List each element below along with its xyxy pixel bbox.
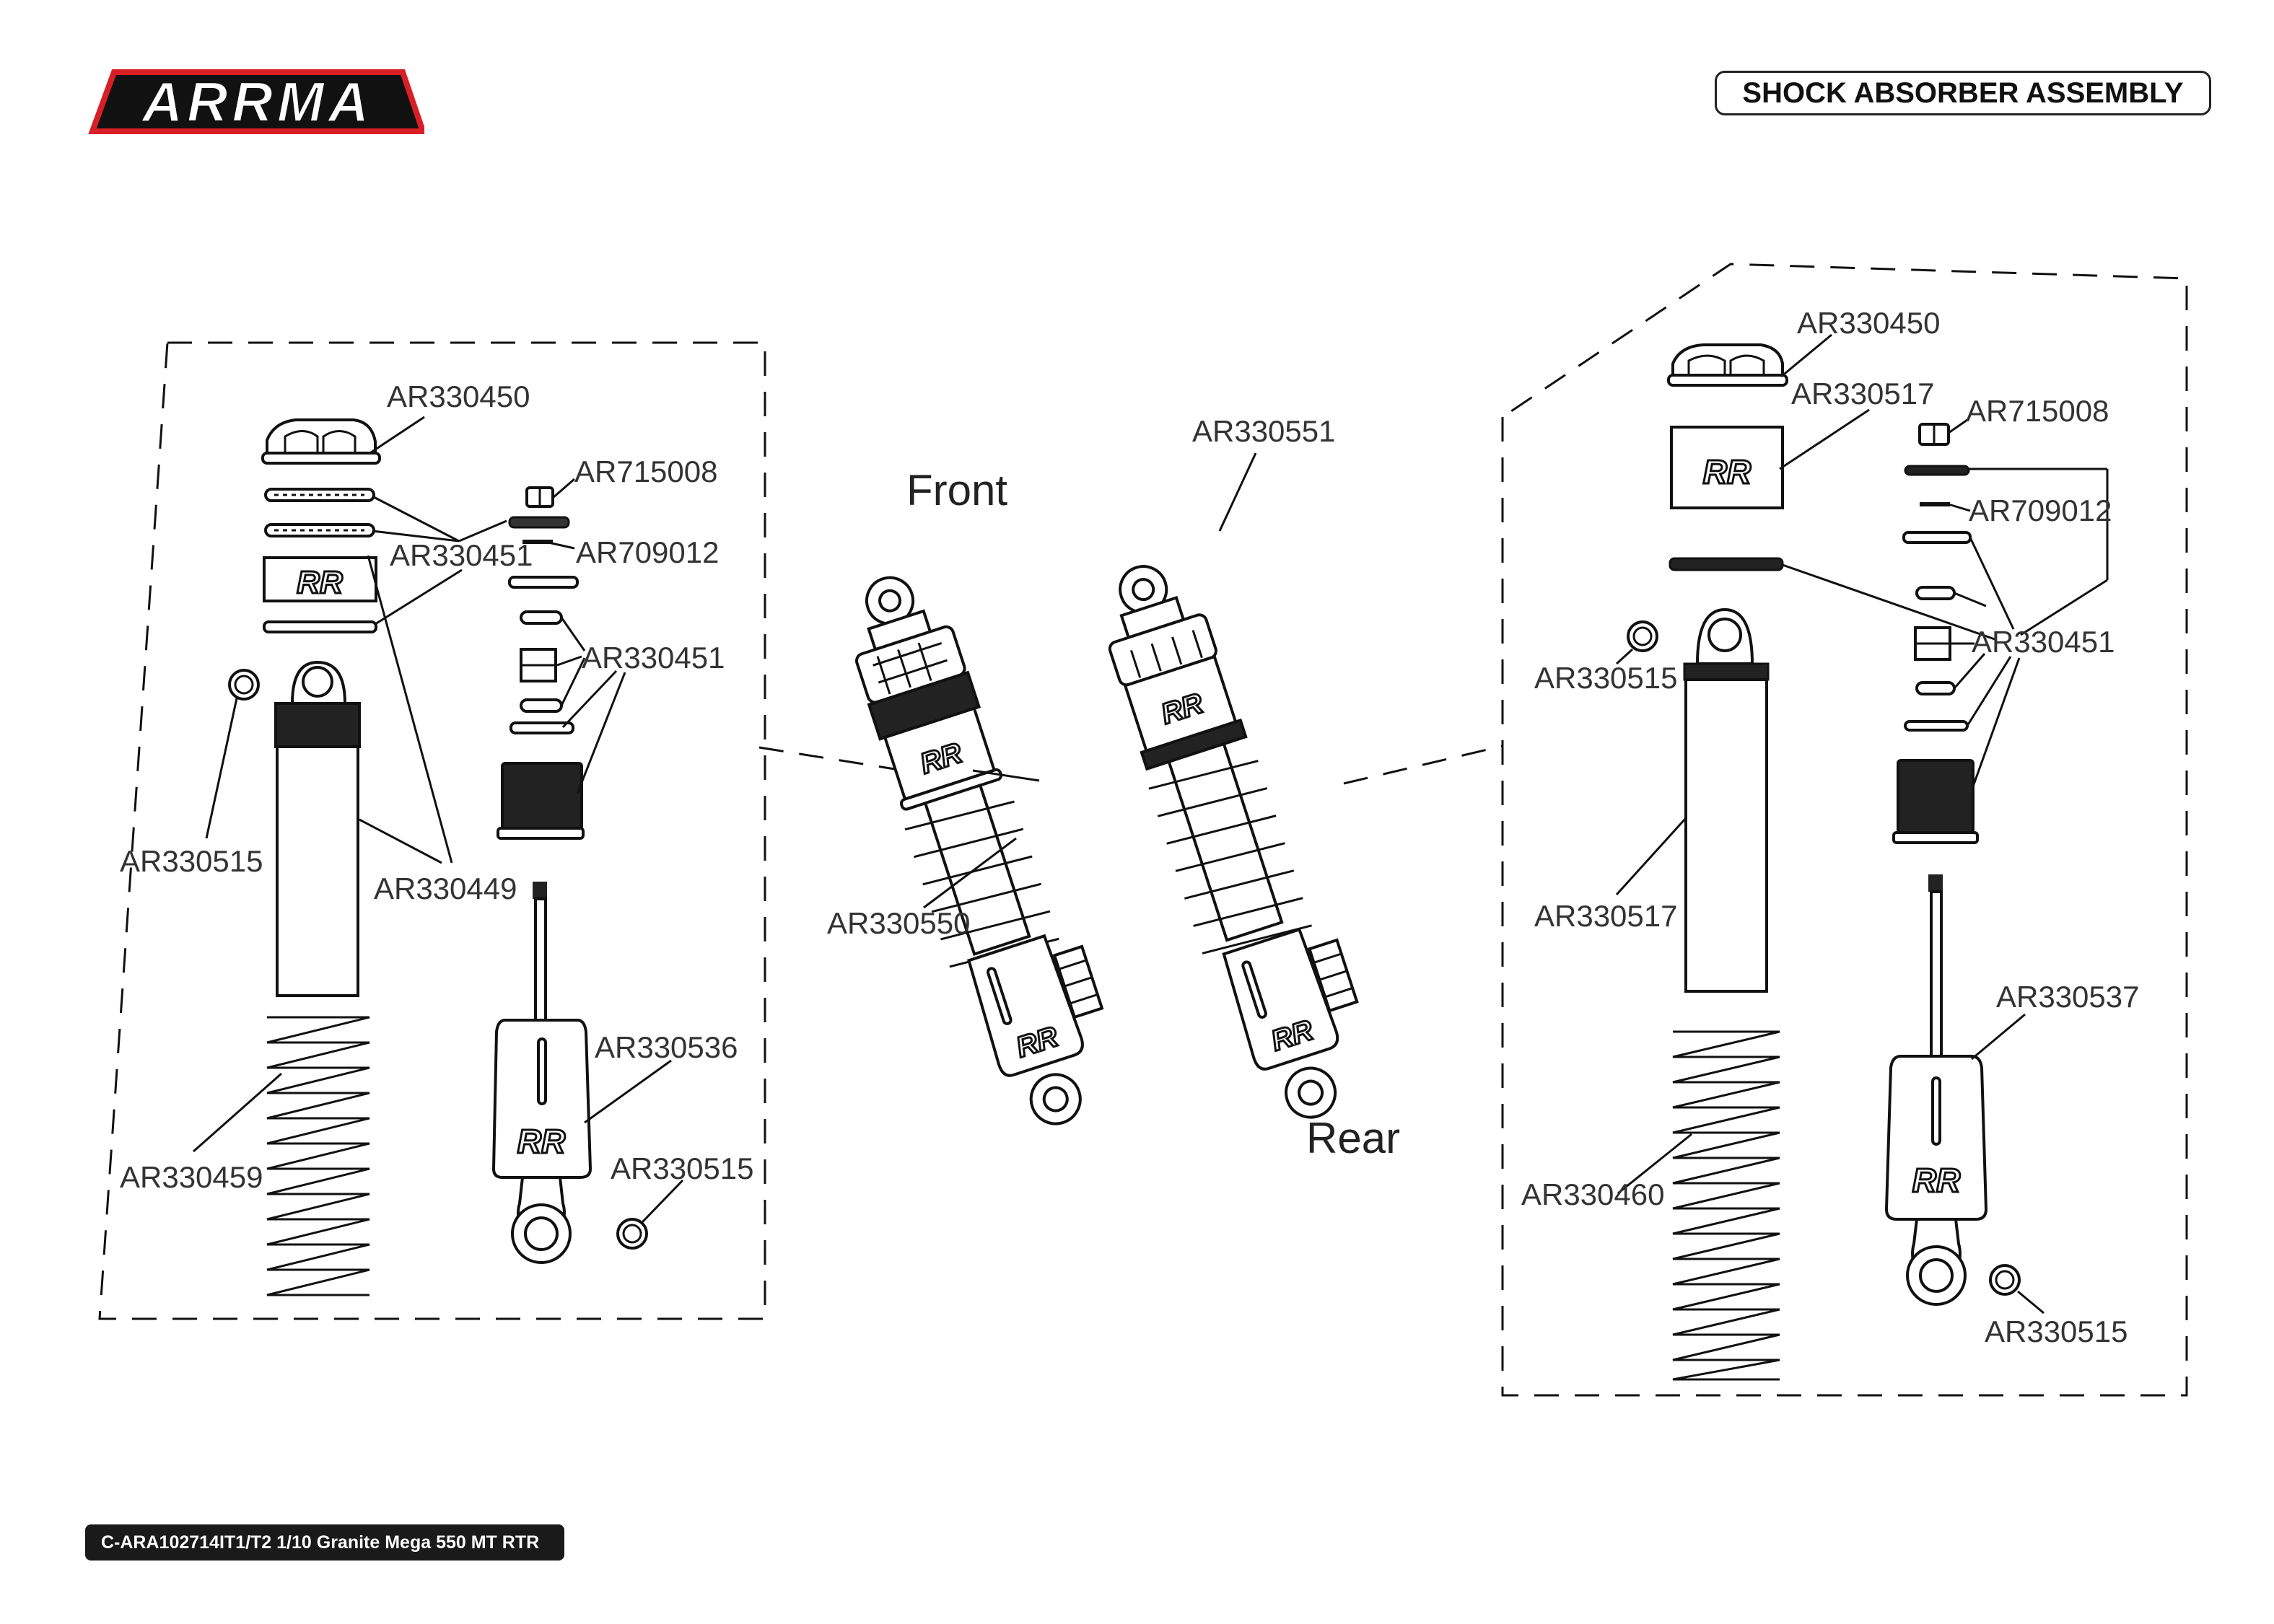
assembled-labels: Front Rear AR330550 AR330551 <box>827 414 1400 1162</box>
rear-seal-stack <box>1892 531 1979 844</box>
front-ball-end-left <box>228 669 260 701</box>
svg-text:RR: RR <box>297 565 343 600</box>
rear-leader-lines <box>1615 333 2109 1314</box>
label-rear-rod-end: AR330537 <box>1996 980 2140 1014</box>
label-front-bleed-screw: AR715008 <box>574 455 718 488</box>
label-front-seal-stack: AR330451 <box>582 641 725 675</box>
rear-shock-cap <box>1667 343 1788 387</box>
label-rear-seal-stack: AR330451 <box>1972 625 2115 659</box>
rear-seal-ring <box>1669 557 1784 571</box>
front-ball-end-right <box>616 1218 648 1250</box>
assembled-leader-lines <box>923 452 1257 909</box>
label-front-assembled-shock: AR330550 <box>827 906 971 940</box>
rear-washer <box>1904 465 1970 476</box>
rear-shim <box>1920 502 1950 506</box>
label-front-ball-left: AR330515 <box>120 844 263 878</box>
model-tag: C-ARA102714IT1/T2 1/10 Granite Mega 550 … <box>85 1524 564 1561</box>
rear-bleed-screw <box>1918 423 1950 446</box>
rear-ball-end-bottom <box>1989 1264 2021 1296</box>
rear-ball-end-top <box>1627 620 1658 652</box>
label-front-spring: AR330459 <box>120 1160 263 1194</box>
label-front-ball-right: AR330515 <box>611 1151 754 1185</box>
front-kit-labels: AR330450 AR715008 AR330451 AR709012 AR33… <box>120 379 754 1194</box>
svg-text:RR: RR <box>1703 453 1751 491</box>
brand-logo: ARRMA <box>85 66 427 139</box>
label-rear-ball-bottom: AR330515 <box>1985 1314 2128 1348</box>
front-shock-cap <box>261 418 381 465</box>
front-seal-stack <box>497 576 585 840</box>
page-title: SHOCK ABSORBER ASSEMBLY <box>1715 71 2211 115</box>
label-front-view: Front <box>906 466 1007 514</box>
label-rear-cap: AR330450 <box>1797 306 1941 340</box>
label-front-washer: AR709012 <box>576 535 720 569</box>
rear-shock-body <box>1683 607 1770 993</box>
label-rear-view: Rear <box>1306 1114 1400 1162</box>
rear-kit-boundary <box>1343 263 2188 1397</box>
front-leader-lines <box>193 416 684 1224</box>
front-spring <box>266 1016 370 1296</box>
label-rear-assembled-shock: AR330551 <box>1192 414 1336 448</box>
front-washer <box>508 516 570 529</box>
label-front-body: AR330449 <box>374 872 517 905</box>
label-rear-bleed-screw: AR715008 <box>1966 394 2109 428</box>
front-collar: RR <box>263 556 377 633</box>
front-bleed-screw <box>525 486 554 508</box>
svg-text:RR: RR <box>517 1123 565 1160</box>
front-shim <box>522 540 553 544</box>
rear-kit-labels: AR330450 AR330517 AR715008 AR709012 AR33… <box>1521 306 2140 1348</box>
front-oring-set <box>264 488 375 537</box>
brand-logo-text: ARRMA <box>141 70 373 133</box>
rear-assembled-shock: RR RR <box>1108 565 1359 1119</box>
label-rear-washer: AR709012 <box>1969 493 2112 527</box>
rear-spring <box>1672 1030 1780 1381</box>
rear-rod-end: RR <box>1884 874 1988 1306</box>
front-shock-body <box>274 660 361 997</box>
label-front-rod-end: AR330536 <box>595 1030 738 1064</box>
label-rear-spring: AR330460 <box>1521 1177 1665 1211</box>
front-assembled-shock: RR RR <box>854 576 1104 1125</box>
svg-text:RR: RR <box>1912 1162 1960 1199</box>
label-front-cap: AR330450 <box>387 379 530 413</box>
label-rear-ball-top: AR330515 <box>1534 661 1678 695</box>
rear-collar: RR <box>1670 426 1784 509</box>
front-rod-end: RR <box>491 882 592 1264</box>
label-rear-collar: AR330517 <box>1791 377 1935 411</box>
label-front-oring: AR330451 <box>390 538 533 572</box>
label-rear-body: AR330517 <box>1534 899 1678 933</box>
